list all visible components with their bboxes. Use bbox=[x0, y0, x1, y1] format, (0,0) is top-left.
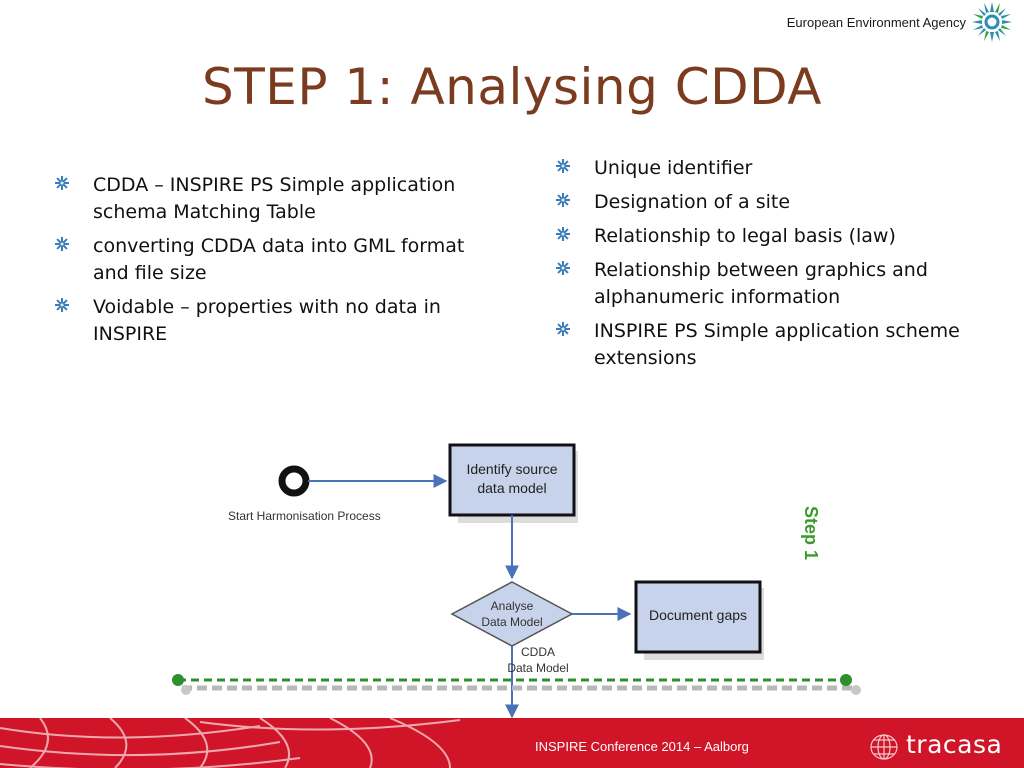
gear-bullet-icon bbox=[55, 298, 69, 312]
tracasa-brand: tracasa bbox=[906, 730, 1003, 759]
gray-endpoint-left bbox=[181, 685, 191, 695]
list-item: Relationship between graphics and alphan… bbox=[556, 257, 976, 311]
analyse-label-line1: Analyse bbox=[491, 599, 534, 613]
footer-bar bbox=[0, 718, 1024, 768]
footer-globe-pattern bbox=[0, 718, 461, 768]
list-item: Voidable – properties with no data in IN… bbox=[55, 294, 495, 348]
gear-bullet-icon bbox=[556, 227, 570, 241]
agency-name: European Environment Agency bbox=[786, 15, 966, 30]
gear-bullet-icon bbox=[55, 176, 69, 190]
start-node bbox=[278, 465, 310, 497]
list-item: Designation of a site bbox=[556, 189, 976, 216]
analyse-decision bbox=[450, 581, 574, 647]
right-bullet-list: Unique identifier Designation of a site … bbox=[556, 155, 976, 379]
step-label: Step 1 bbox=[801, 506, 821, 560]
gear-bullet-icon bbox=[556, 193, 570, 207]
bullet-text: converting CDDA data into GML format and… bbox=[93, 235, 465, 284]
gear-bullet-icon bbox=[556, 261, 570, 275]
gray-endpoint-right bbox=[851, 685, 861, 695]
gear-bullet-icon bbox=[556, 322, 570, 336]
bullet-text: Relationship between graphics and alphan… bbox=[594, 259, 928, 308]
bullet-text: Designation of a site bbox=[594, 191, 791, 213]
green-endpoint-left bbox=[172, 674, 184, 686]
bullet-text: INSPIRE PS Simple application scheme ext… bbox=[594, 320, 960, 369]
identify-label-line1: Identify source bbox=[466, 461, 557, 477]
gear-bullet-icon bbox=[556, 159, 570, 173]
identify-label-line2: data model bbox=[477, 480, 546, 496]
tracasa-logo-icon bbox=[870, 734, 898, 760]
process-diagram: Start Harmonisation Process Identify sou… bbox=[172, 443, 861, 719]
list-item: converting CDDA data into GML format and… bbox=[55, 233, 495, 287]
bullet-text: Relationship to legal basis (law) bbox=[594, 225, 896, 247]
left-bullet-list: CDDA – INSPIRE PS Simple application sch… bbox=[55, 172, 495, 355]
cdda-label-line1: CDDA bbox=[521, 645, 555, 659]
list-item: Unique identifier bbox=[556, 155, 976, 182]
gear-bullet-icon bbox=[55, 237, 69, 251]
green-endpoint-right bbox=[840, 674, 852, 686]
document-gaps-label: Document gaps bbox=[649, 607, 747, 623]
identify-source-box bbox=[448, 443, 576, 517]
analyse-label-line2: Data Model bbox=[481, 615, 542, 629]
bullet-text: Unique identifier bbox=[594, 157, 753, 179]
conference-label: INSPIRE Conference 2014 – Aalborg bbox=[535, 739, 749, 754]
bullet-text: Voidable – properties with no data in IN… bbox=[93, 296, 441, 345]
eea-sun-logo-icon bbox=[972, 2, 1012, 42]
list-item: INSPIRE PS Simple application scheme ext… bbox=[556, 318, 976, 372]
cdda-label-line2: Data Model bbox=[507, 661, 568, 675]
start-label: Start Harmonisation Process bbox=[228, 509, 381, 523]
slide-title: STEP 1: Analysing CDDA bbox=[202, 58, 822, 116]
list-item: CDDA – INSPIRE PS Simple application sch… bbox=[55, 172, 495, 226]
document-gaps-box bbox=[634, 580, 762, 654]
list-item: Relationship to legal basis (law) bbox=[556, 223, 976, 250]
bullet-text: CDDA – INSPIRE PS Simple application sch… bbox=[93, 174, 456, 223]
